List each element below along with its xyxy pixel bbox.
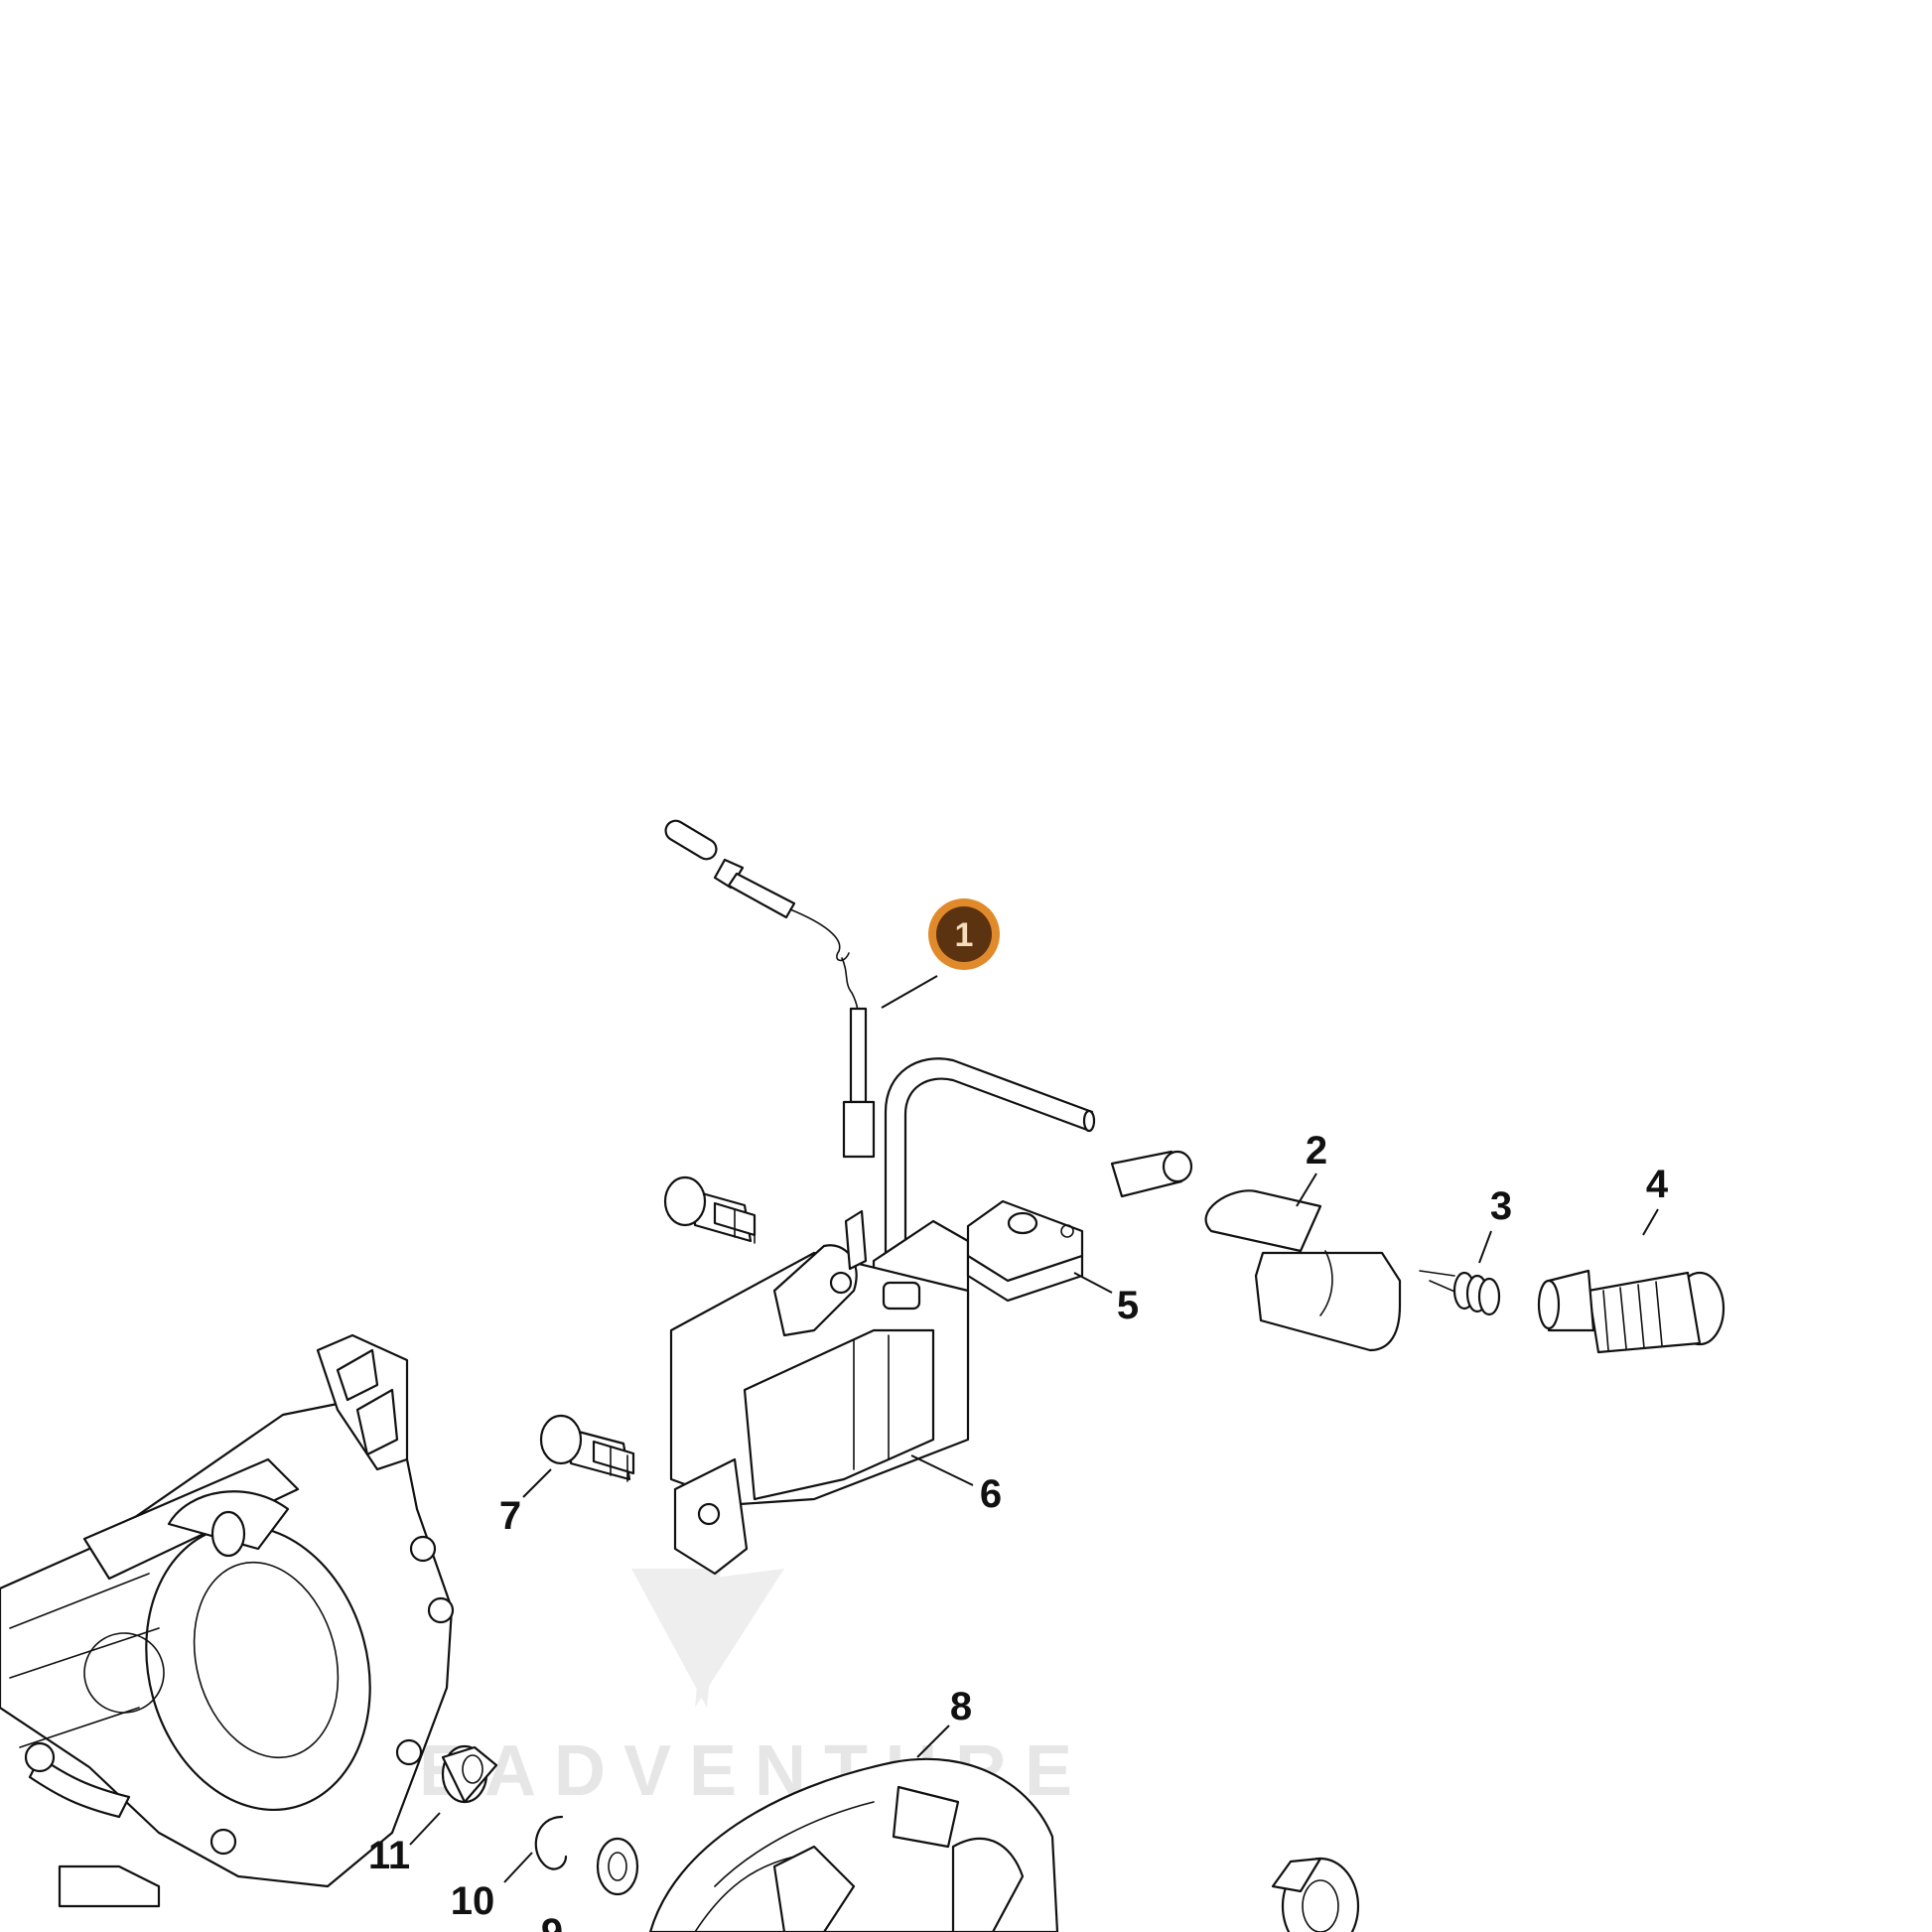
leader-lines <box>409 975 1659 1883</box>
screw-7 <box>539 1414 635 1482</box>
callout-4[interactable]: 4 <box>1646 1163 1669 1206</box>
circlip-10 <box>534 1815 568 1870</box>
callout-1-badge <box>936 906 992 962</box>
spring-3 <box>1419 1270 1501 1316</box>
callout-1: 1 <box>955 916 974 954</box>
crankcase <box>0 1333 455 1908</box>
callout-9[interactable]: 9 <box>541 1911 563 1932</box>
bushing-lower-right <box>1271 1857 1360 1932</box>
sleeve-2 <box>1110 1150 1402 1352</box>
callout-7[interactable]: 7 <box>499 1494 521 1538</box>
callout-8[interactable]: 8 <box>950 1685 972 1728</box>
bushing-11 <box>441 1744 498 1804</box>
callout-5[interactable]: 5 <box>1117 1284 1139 1327</box>
connector-4 <box>1537 1269 1725 1354</box>
grommet <box>966 1199 1084 1303</box>
callout-3[interactable]: 3 <box>1490 1184 1512 1228</box>
ignition-module <box>669 1057 1096 1576</box>
washer-9 <box>596 1837 639 1896</box>
ignition-lead <box>664 819 876 1159</box>
screw-upper <box>663 1175 757 1244</box>
callout-10[interactable]: 10 <box>451 1879 495 1923</box>
flywheel-8 <box>648 1757 1059 1932</box>
highlighted-callout-1[interactable]: 1 <box>928 898 1000 970</box>
callout-11[interactable]: 11 <box>368 1834 410 1877</box>
callout-6[interactable]: 6 <box>980 1472 1002 1516</box>
callout-2[interactable]: 2 <box>1306 1129 1327 1173</box>
